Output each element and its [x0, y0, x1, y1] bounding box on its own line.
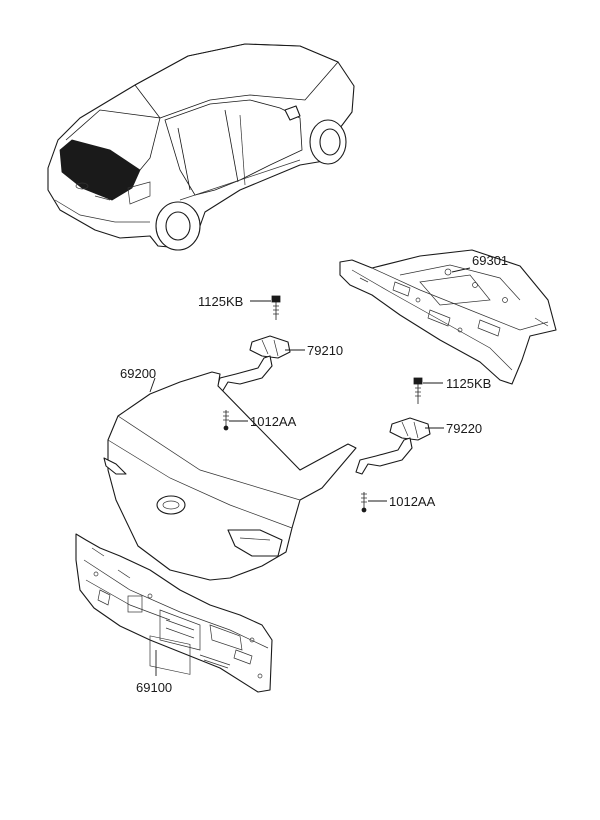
trunk-hinge-left-part	[215, 335, 291, 393]
label-1125kb-right: 1125KB	[446, 376, 491, 391]
label-79210: 79210	[307, 343, 343, 358]
rear-panel-part	[75, 533, 273, 693]
label-79220: 79220	[446, 421, 482, 436]
label-69100: 69100	[136, 680, 172, 695]
vehicle-overview-illustration	[47, 43, 355, 251]
label-1125kb-upper: 1125KB	[198, 294, 243, 309]
bolt-1125kb-upper	[271, 295, 281, 320]
label-1012aa-left: 1012AA	[250, 414, 297, 429]
stud-1012aa-left	[223, 410, 229, 431]
label-1012aa-right: 1012AA	[389, 494, 436, 509]
rear-package-tray-part	[339, 249, 557, 385]
trunk-lid-part	[103, 371, 357, 581]
label-69200: 69200	[120, 366, 156, 381]
bolt-1125kb-right	[413, 377, 423, 404]
label-69301: 69301	[472, 253, 508, 268]
leader-69301	[451, 267, 471, 273]
stud-1012aa-right	[361, 492, 367, 513]
trunk-hinge-right-part	[355, 417, 431, 475]
leader-69200	[149, 377, 156, 393]
